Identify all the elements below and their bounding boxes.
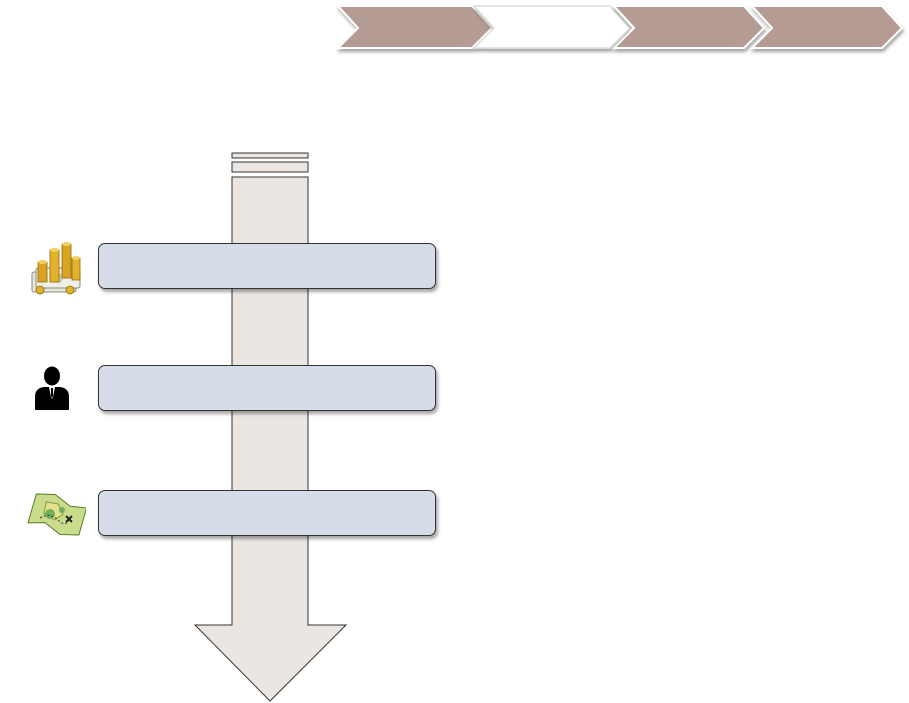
- arrow-cap-bar-2: [231, 161, 309, 173]
- process-step-4[interactable]: [749, 5, 904, 49]
- stage-box-2[interactable]: [98, 365, 436, 411]
- process-step-1[interactable]: [335, 5, 494, 49]
- stage-box-1[interactable]: [98, 243, 436, 289]
- down-arrow: [193, 152, 348, 702]
- process-step-2[interactable]: [472, 5, 632, 49]
- map-icon: [26, 488, 88, 548]
- money-icon: [28, 240, 84, 300]
- process-step-3[interactable]: [611, 5, 766, 49]
- stage-box-3[interactable]: [98, 490, 436, 536]
- process-chevron-bar: [335, 5, 904, 49]
- flow-diagram: [0, 140, 909, 703]
- arrow-cap-bar-1: [231, 152, 309, 159]
- person-icon: [26, 364, 82, 424]
